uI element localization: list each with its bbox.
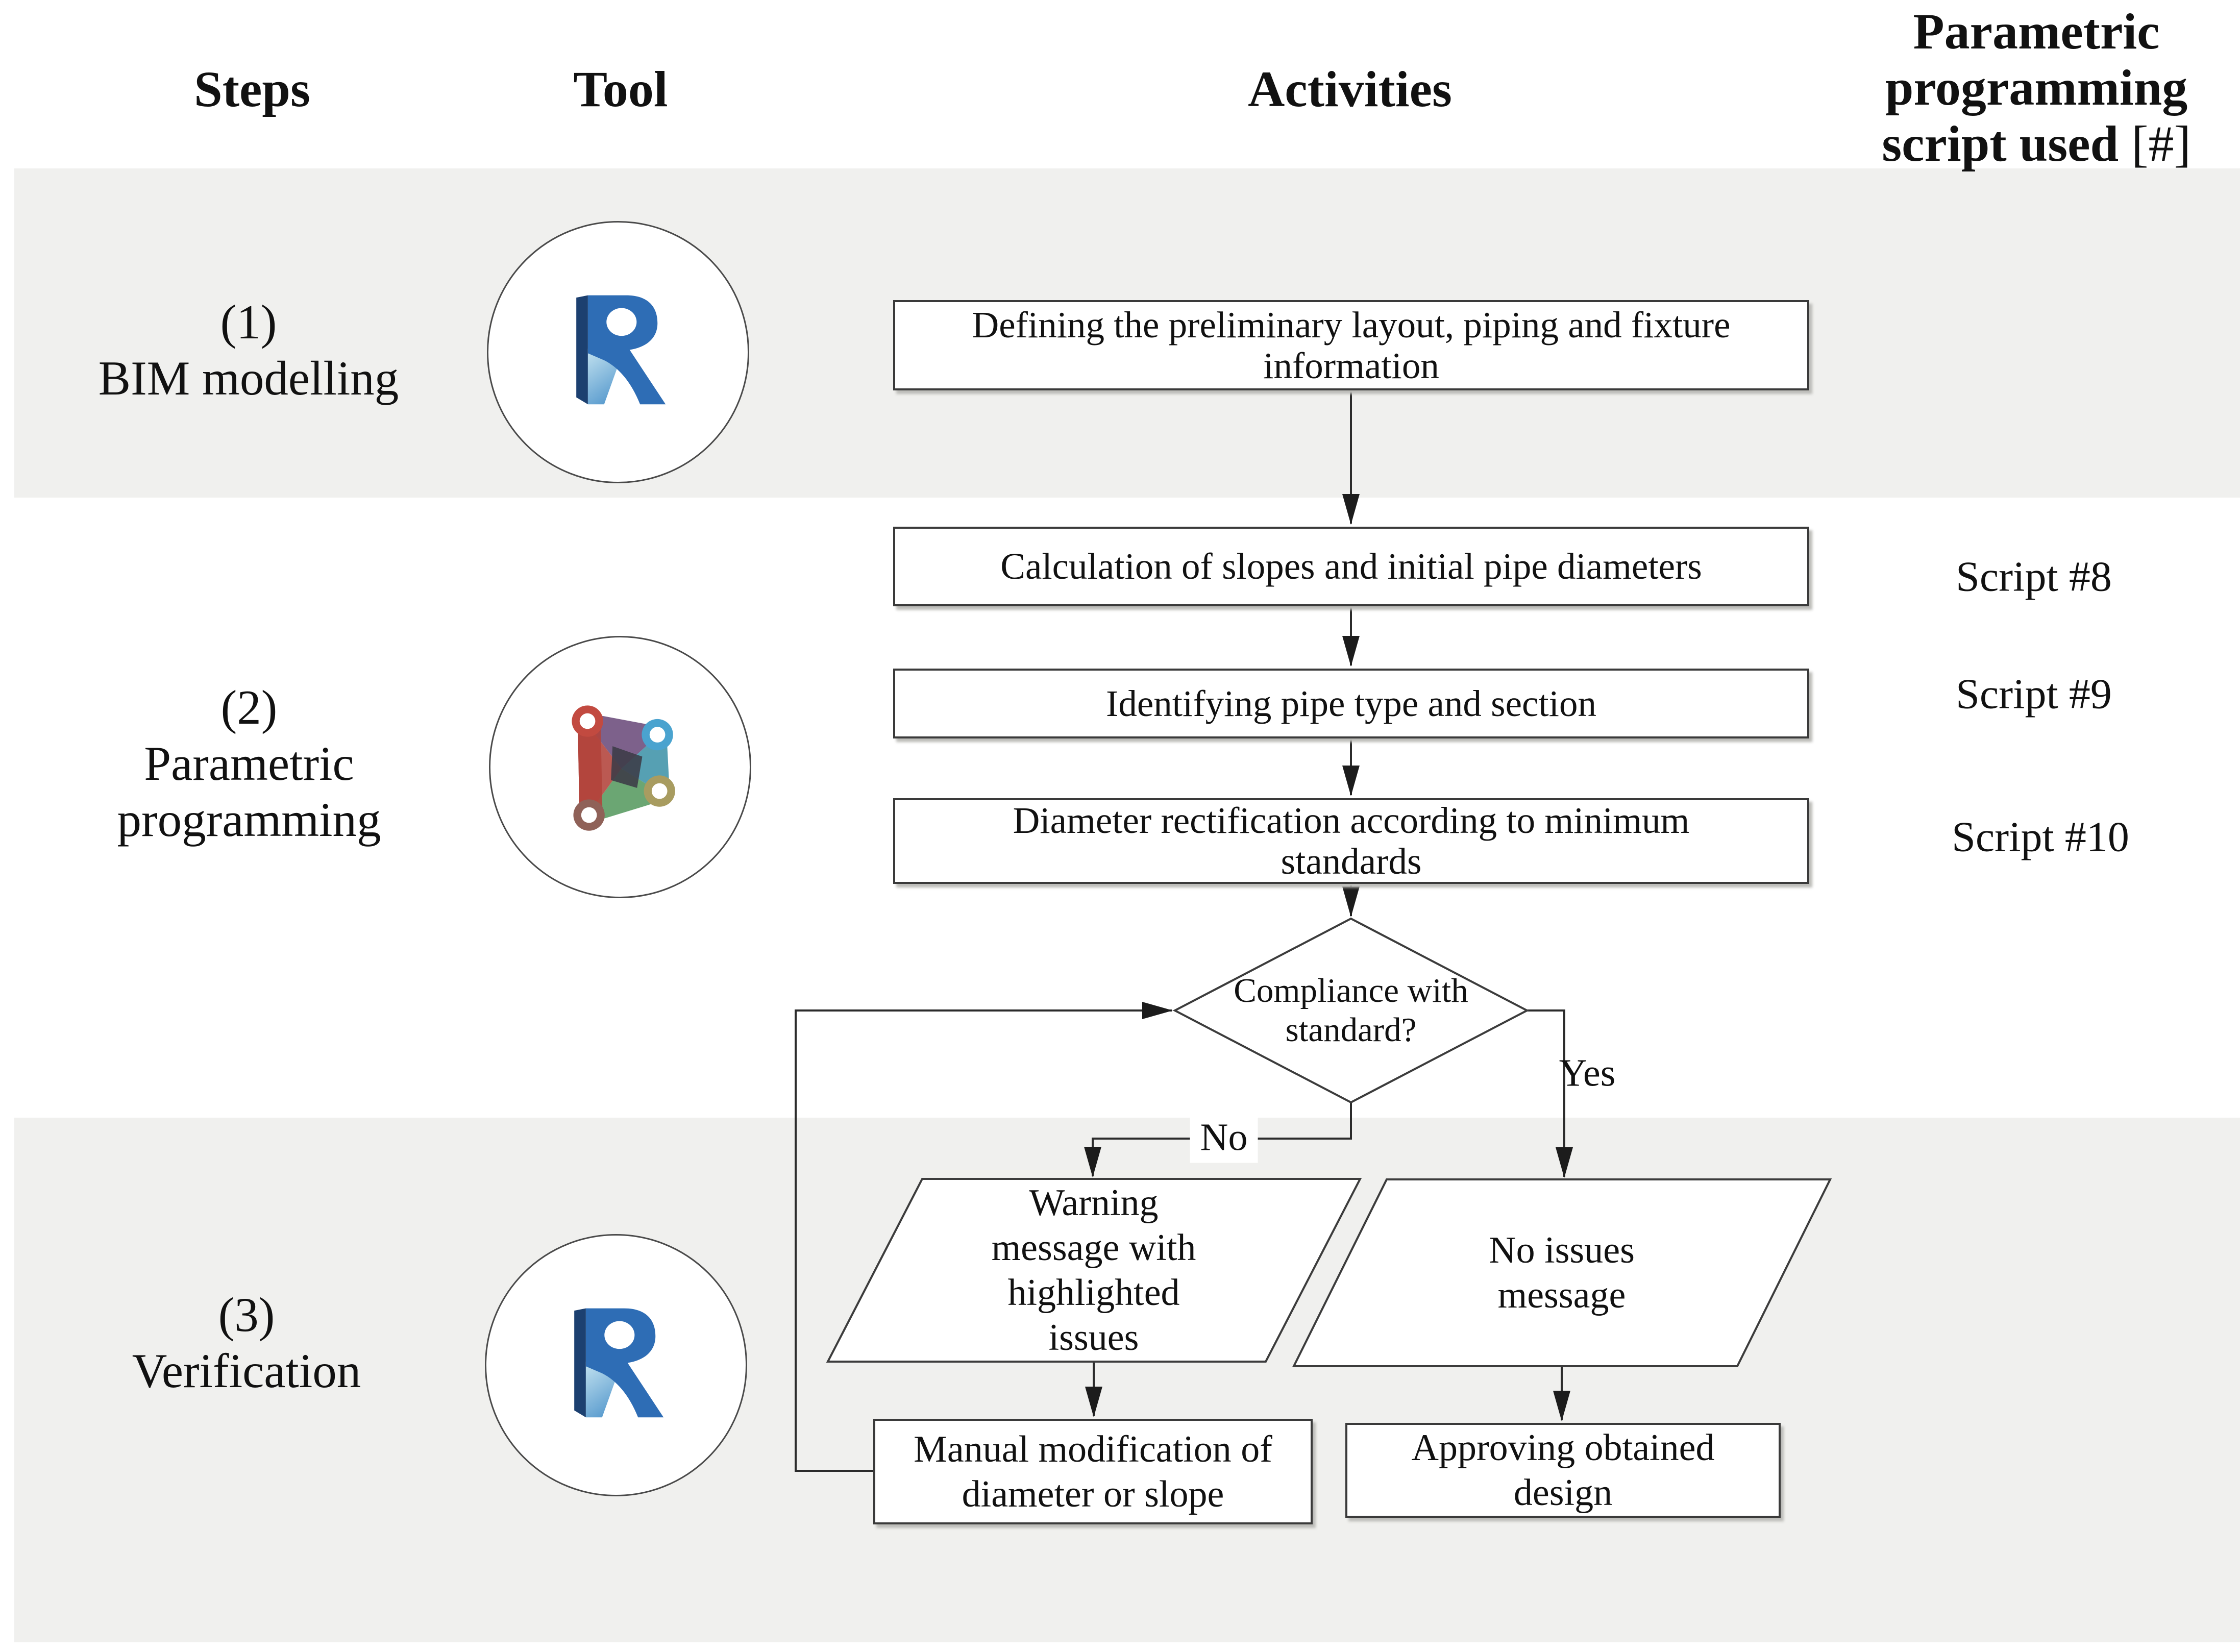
tool-circle-revit-1 [487, 221, 749, 483]
warning-line2: message with [991, 1227, 1196, 1269]
activity-box-calculation-slopes-line1: Calculation of slopes and initial pipe d… [1000, 546, 1702, 587]
step-2-name-line1: Parametric [144, 736, 354, 791]
activity-box-approving-design-line1: Approving obtained [1411, 1427, 1715, 1469]
script-label-10: Script #10 [1952, 813, 2129, 861]
no-issues-line1: No issues [1489, 1229, 1635, 1271]
script-label-8: Script #8 [1956, 553, 2112, 601]
activity-box-calculation-slopes: Calculation of slopes and initial pipe d… [893, 527, 1809, 606]
branch-label-yes: Yes [1559, 1051, 1616, 1095]
branch-label-no: No [1190, 1112, 1258, 1163]
activity-box-manual-modification-line1: Manual modification of [914, 1428, 1272, 1470]
tool-circle-revit-2 [485, 1234, 747, 1496]
dynamo-icon [571, 705, 675, 831]
feedback-loop-line [795, 1002, 1173, 1472]
column-header-tool: Tool [573, 61, 668, 117]
column-header-scripts-line3-main: script used [1882, 115, 2119, 172]
step-3-number: (3) [218, 1288, 275, 1342]
warning-line3: highlighted [1007, 1272, 1180, 1314]
script-label-9: Script #9 [1956, 670, 2112, 718]
revit-icon [576, 295, 666, 405]
activity-box-identifying-pipe: Identifying pipe type and section [893, 669, 1809, 738]
warning-line4: issues [1048, 1317, 1139, 1359]
activity-box-approving-design: Approving obtained design [1345, 1423, 1781, 1518]
activity-box-identifying-pipe-line1: Identifying pipe type and section [1106, 682, 1596, 724]
column-header-scripts-line3-tag: [#] [2131, 115, 2191, 172]
column-header-scripts-line1: Parametric [1913, 3, 2160, 60]
activity-box-defining-layout-line1: Defining the preliminary layout, piping … [972, 304, 1731, 346]
step-2-name-line2: programming [117, 793, 381, 847]
column-header-steps: Steps [194, 61, 310, 117]
step-1-label: (1) BIM modelling [99, 294, 399, 406]
activity-box-manual-modification-line2: diameter or slope [962, 1473, 1224, 1515]
step-2-label: (2) Parametric programming [117, 679, 381, 848]
decision-diamond [1172, 917, 1530, 1104]
arrow-yes-branch [1527, 1009, 1573, 1178]
step-3-label: (3) Verification [132, 1287, 361, 1399]
decision-line1: Compliance with [1234, 972, 1468, 1009]
decision-diamond-label: Compliance with standard? [1234, 971, 1468, 1050]
warning-parallelogram-label: Warning message with highlighted issues [992, 1180, 1196, 1360]
no-issues-parallelogram [1292, 1178, 1832, 1367]
step-3-name: Verification [132, 1344, 361, 1398]
step-1-name: BIM modelling [98, 351, 399, 405]
activity-box-diameter-rectification-line2: standards [1281, 841, 1422, 882]
no-issues-line2: message [1497, 1274, 1626, 1316]
activity-box-diameter-rectification: Diameter rectification according to mini… [893, 798, 1809, 884]
no-issues-parallelogram-label: No issues message [1489, 1228, 1635, 1318]
activity-box-defining-layout-line2: information [1263, 344, 1439, 386]
revit-icon [574, 1308, 664, 1418]
column-header-activities: Activities [1248, 61, 1452, 117]
warning-line1: Warning [1029, 1182, 1159, 1224]
activity-box-manual-modification: Manual modification of diameter or slope [873, 1419, 1313, 1524]
step-2-number: (2) [220, 680, 278, 734]
step-1-number: (1) [220, 295, 277, 349]
decision-line2: standard? [1285, 1011, 1417, 1049]
tool-circle-dynamo [489, 636, 751, 898]
activity-box-defining-layout: Defining the preliminary layout, piping … [893, 300, 1809, 390]
column-header-scripts-line3: script used [#] [1882, 116, 2191, 171]
column-header-scripts-line2: programming [1885, 59, 2188, 116]
warning-parallelogram [826, 1178, 1362, 1363]
activity-box-diameter-rectification-line1: Diameter rectification according to mini… [1013, 800, 1690, 841]
activity-box-approving-design-line2: design [1513, 1472, 1613, 1514]
